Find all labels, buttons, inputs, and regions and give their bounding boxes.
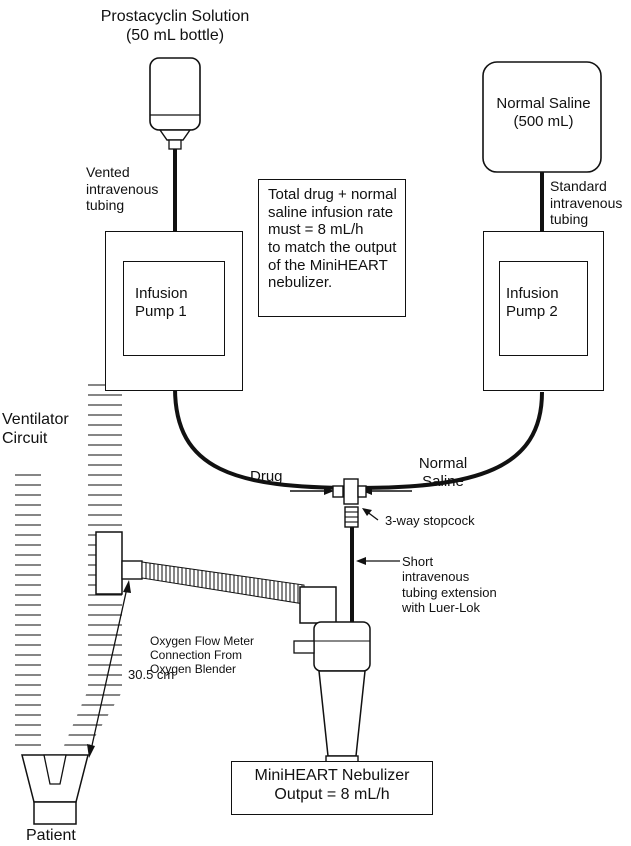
patient-label: Patient: [26, 827, 76, 844]
pump-1-label: Infusion Pump 1: [135, 285, 188, 320]
normal-saline-arrow-label: Normal Saline: [418, 455, 468, 490]
ventilator-circuit-label: Ventilator Circuit: [2, 411, 69, 447]
ventilator-tube-left: [15, 470, 41, 754]
infusion-pump-2: [483, 231, 604, 391]
patient-y-piece: [21, 754, 89, 825]
prostacyclin-label: Prostacyclin Solution (50 mL bottle): [100, 8, 250, 44]
connector-port: [121, 560, 143, 580]
standard-tubing-label: Standard intravenous tubing: [550, 178, 623, 228]
drug-label: Drug: [250, 468, 283, 485]
infusion-rate-note-text: Total drug + normal saline infusion rate…: [268, 186, 397, 292]
pump-1-display: [123, 261, 225, 356]
ventilator-tube-right: [60, 379, 122, 755]
stopcock-icon: [332, 478, 367, 528]
nebulizer-output-label: MiniHEART Nebulizer Output = 8 mL/h: [254, 767, 410, 803]
pump-2-label: Infusion Pump 2: [506, 285, 559, 320]
ventilator-connector: [95, 531, 123, 595]
oxygen-label: Oxygen Flow Meter Connection From Oxygen…: [150, 634, 255, 677]
distance-arrow: [87, 580, 131, 758]
prostacyclin-bottle-icon: [149, 57, 201, 150]
distance-label: 30.5 cm: [128, 667, 175, 682]
nebulizer-feed-tube: [141, 561, 305, 605]
short-tubing-label: Short intravenous tubing extension with …: [402, 554, 497, 615]
saline-arrow: [362, 487, 412, 495]
pump-2-display: [499, 261, 588, 356]
drug-arrow: [290, 487, 334, 495]
nebulizer-icon: [293, 586, 371, 768]
vented-tubing-label: Vented intravenous tubing: [86, 164, 159, 214]
infusion-rate-note: [258, 179, 406, 317]
short-tubing-arrow: [356, 557, 400, 565]
pump-connection-tubing: [173, 387, 544, 491]
stopcock-label: 3-way stopcock: [385, 513, 475, 528]
saline-bag-label: Normal Saline (500 mL): [496, 95, 591, 130]
nebulizer-output-box: [231, 761, 433, 815]
infusion-pump-1: [105, 231, 243, 391]
stopcock-pointer-arrow: [362, 508, 379, 521]
